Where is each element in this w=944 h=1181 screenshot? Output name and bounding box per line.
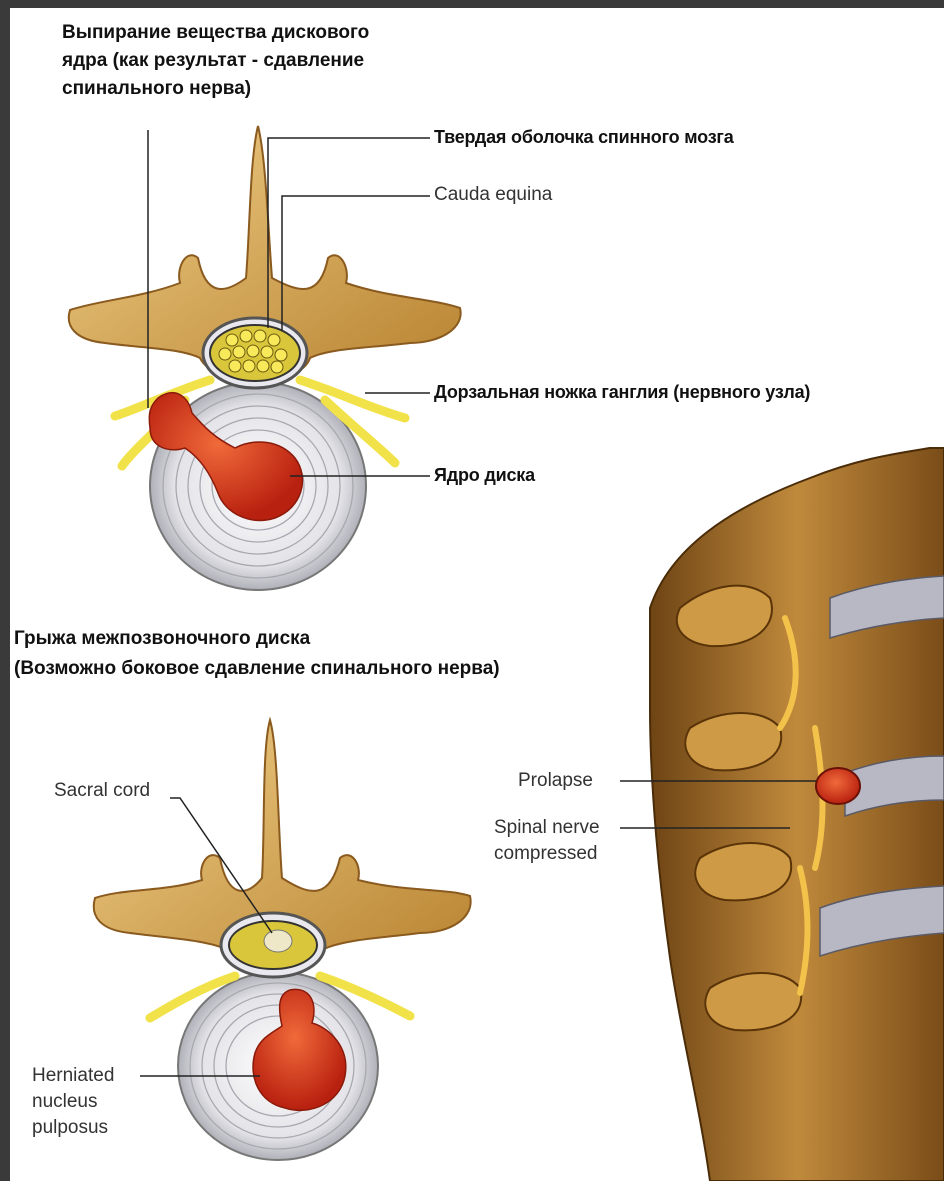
label-prolapse: Prolapse <box>518 770 593 792</box>
lateral-spine <box>650 448 944 1181</box>
figure-canvas: Выпирание вещества дискового ядра (как р… <box>10 8 944 1181</box>
label-herniated-line-1: Herniated <box>32 1065 114 1087</box>
top-caption-line-2: ядра (как результат - сдавление <box>62 48 364 74</box>
label-herniated-line-2: nucleus <box>32 1091 98 1113</box>
label-herniated-line-3: pulposus <box>32 1117 108 1139</box>
bottom-caption-line-2: (Возможно боковое сдавление спинального … <box>14 656 500 682</box>
label-cauda-equina: Cauda equina <box>434 184 552 206</box>
spine-column <box>650 448 944 1181</box>
label-sacral-cord: Sacral cord <box>54 780 150 802</box>
label-dorsal-root: Дорзальная ножка ганглия (нервного узла) <box>434 382 810 403</box>
label-dura: Твердая оболочка спинного мозга <box>434 127 734 148</box>
bottom-caption-line-1: Грыжа межпозвоночного диска <box>14 626 310 652</box>
label-spinal-nerve-line-2: compressed <box>494 843 598 865</box>
sacral-cord-shape <box>264 930 292 952</box>
bottom-vertebra <box>94 720 471 1160</box>
top-caption-line-3: спинального нерва) <box>62 76 251 102</box>
top-caption-line-1: Выпирание вещества дискового <box>62 20 369 46</box>
prolapse-shape <box>816 768 860 804</box>
label-nucleus: Ядро диска <box>434 465 535 486</box>
label-spinal-nerve-line-1: Spinal nerve <box>494 817 600 839</box>
